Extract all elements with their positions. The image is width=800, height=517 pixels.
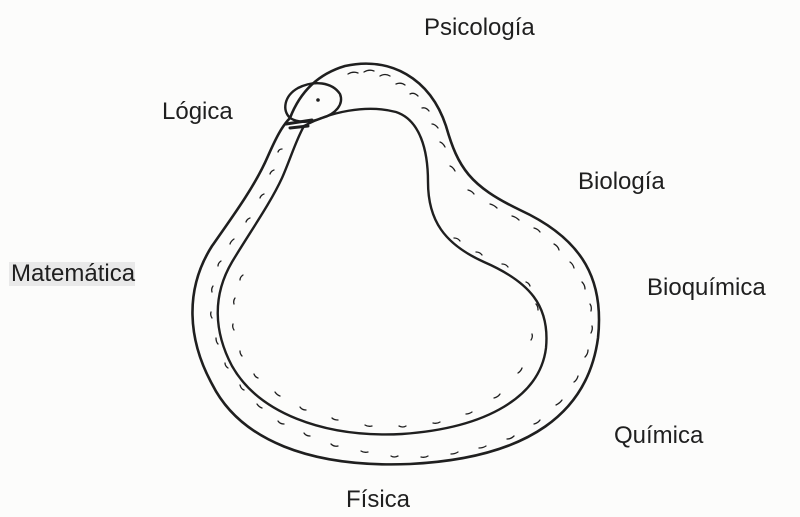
label-quimica: Química <box>614 424 703 448</box>
label-matematica: Matemática <box>9 262 135 286</box>
snake-outer-outline <box>192 64 599 465</box>
label-fisica: Física <box>346 488 410 512</box>
snake-scales <box>211 70 593 457</box>
label-biologia: Biología <box>578 170 665 194</box>
snake-eye <box>316 98 320 102</box>
label-logica: Lógica <box>162 100 233 124</box>
snake-head <box>285 83 341 122</box>
label-bioquimica: Bioquímica <box>647 276 766 300</box>
label-psicologia: Psicología <box>424 16 535 40</box>
